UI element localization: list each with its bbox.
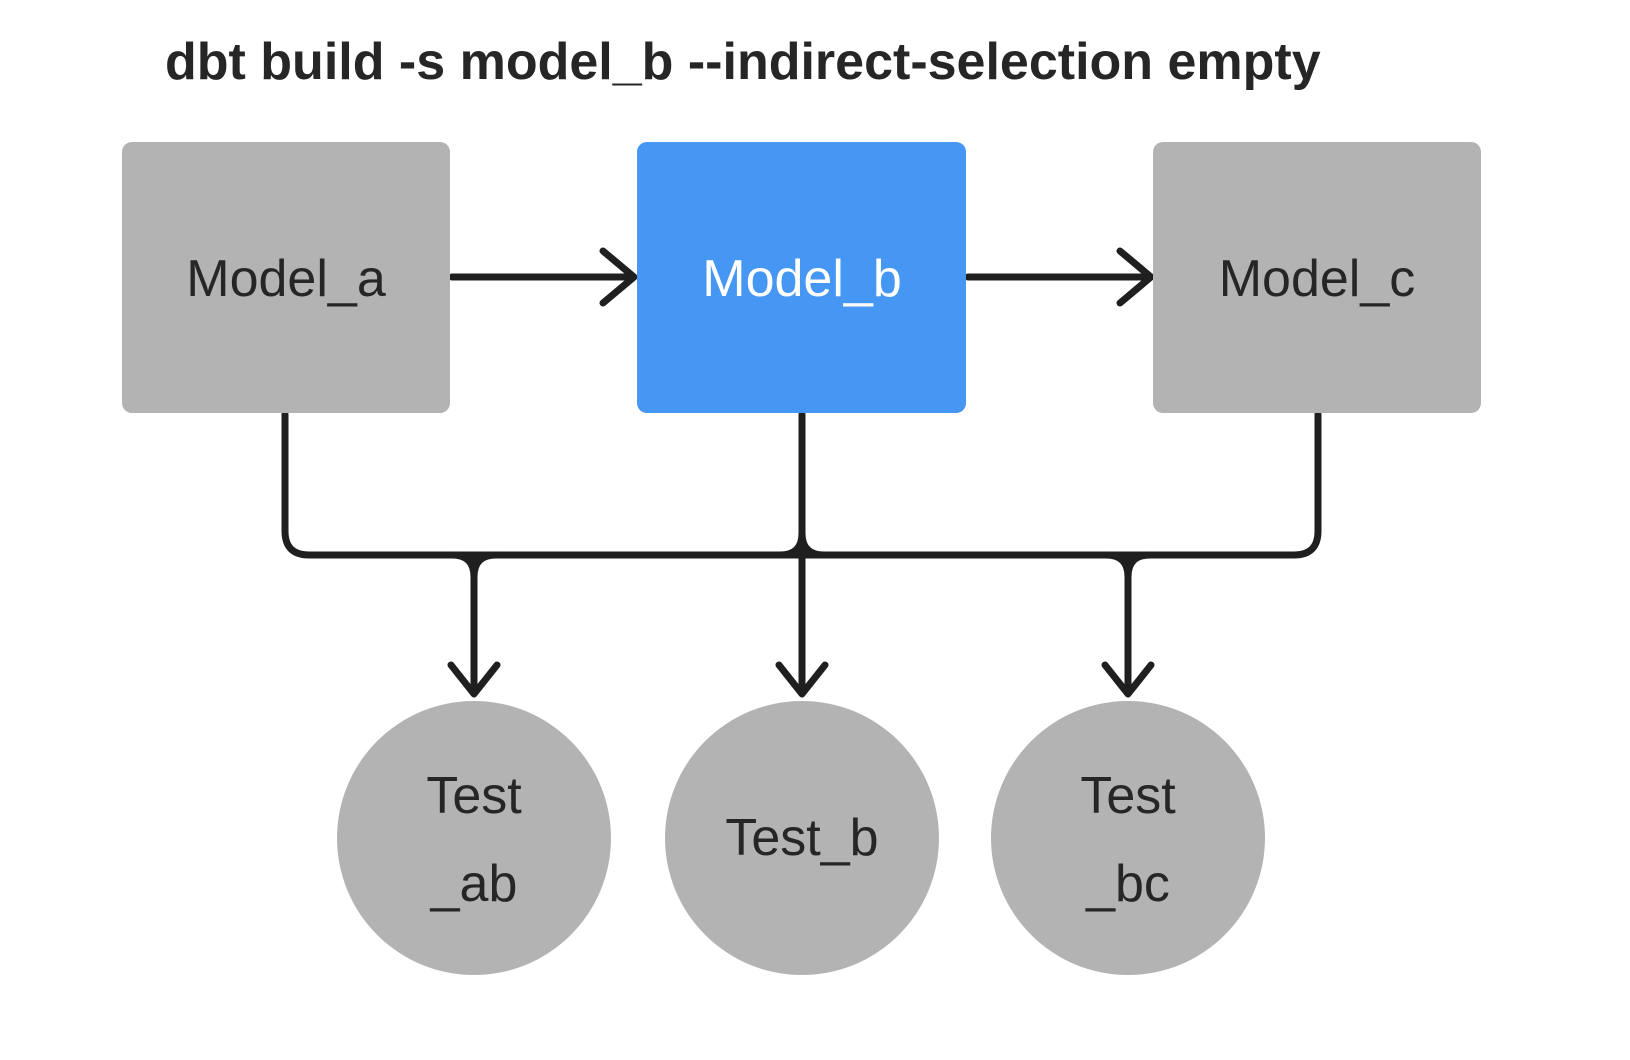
- test-ab-circle: [337, 701, 611, 975]
- model-b-box: [637, 142, 966, 413]
- arrowhead-test-b-icon: [775, 661, 829, 698]
- test-ab-label-line2: _ab: [430, 855, 518, 913]
- connector-tree: [281, 247, 1322, 698]
- test-bc-circle: [991, 701, 1265, 975]
- model-b-node: Model_b: [637, 142, 966, 413]
- edge-model-a-down: [281, 410, 313, 559]
- arrowhead-test-ab-icon: [447, 661, 501, 698]
- arrowhead-b-to-c-icon: [1116, 247, 1155, 307]
- test-b-circle: [665, 701, 939, 975]
- model-a-box: [122, 142, 450, 413]
- diagram-title: dbt build -s model_b --indirect-selectio…: [165, 33, 1321, 91]
- model-b-label: Model_b: [702, 250, 901, 308]
- test-ab-node: Test _ab: [337, 701, 611, 975]
- model-c-box: [1153, 142, 1481, 413]
- test-b-label: Test_b: [725, 809, 878, 867]
- test-bc-label-line1: Test: [1080, 767, 1176, 825]
- arrowhead-a-to-b-icon: [599, 247, 638, 307]
- test-ab-label-line1: Test: [426, 767, 522, 825]
- test-bc-label-line2: _bc: [1085, 855, 1170, 913]
- edge-model-c-down: [1290, 410, 1322, 559]
- model-c-label: Model_c: [1219, 250, 1416, 308]
- model-c-node: Model_c: [1153, 142, 1481, 413]
- test-b-node: Test_b: [665, 701, 939, 975]
- test-bc-node: Test _bc: [991, 701, 1265, 975]
- model-a-node: Model_a: [122, 142, 450, 413]
- model-a-label: Model_a: [186, 250, 386, 308]
- arrowhead-test-bc-icon: [1101, 661, 1155, 698]
